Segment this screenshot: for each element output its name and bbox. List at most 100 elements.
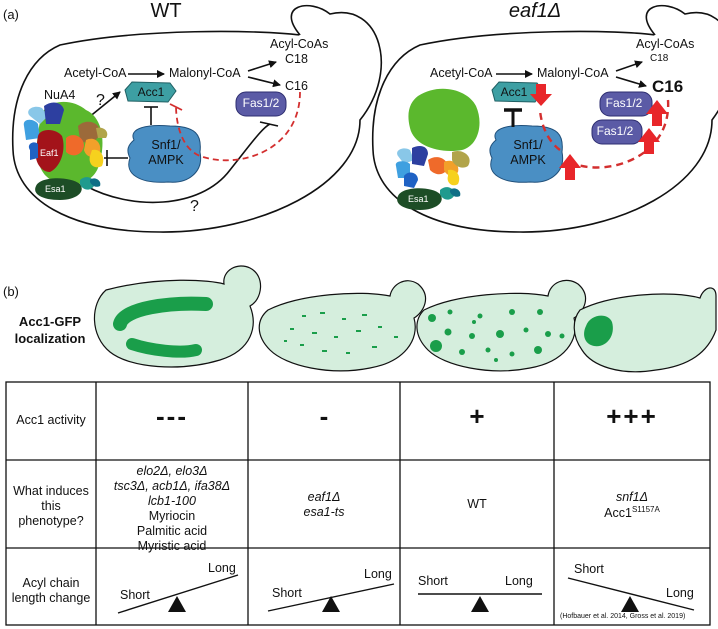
wt-question-1: ? xyxy=(96,92,105,109)
mutant-acyl-coas: Acyl-CoAs xyxy=(636,37,695,51)
col1-short: Short xyxy=(120,588,150,602)
balance-col1 xyxy=(117,574,239,614)
wt-malonyl-coa: Malonyl-CoA xyxy=(169,66,241,80)
induce-col4-acc1-sup: S1157A xyxy=(631,505,660,514)
mutant-cell-diagram xyxy=(371,4,718,233)
mutant-cell-outline xyxy=(371,4,718,233)
wt-snf1-line2: AMPK xyxy=(148,153,184,167)
induce-col1-plain-2: Myristic acid xyxy=(137,539,207,553)
mutant-snf1-up-arrow xyxy=(559,154,581,180)
induce-col4-acc1-text: Acc1 xyxy=(604,506,632,521)
mutant-acc1-down-arrow xyxy=(530,84,552,106)
wt-eaf1-label: Eaf1 xyxy=(40,148,59,158)
wt-acetyl-coa: Acetyl-CoA xyxy=(64,66,127,80)
induce-col4-italic-0: snf1Δ xyxy=(615,490,648,504)
activity-col4: +++ xyxy=(606,401,658,431)
col3-short: Short xyxy=(418,574,448,588)
row-label-chain-1: Acyl chain xyxy=(22,576,80,590)
mutant-fas-label-a: Fas1/2 xyxy=(605,96,643,110)
row-label-activity: Acc1 activity xyxy=(16,413,86,427)
balance-col2 xyxy=(267,583,395,612)
activity-col1: --- xyxy=(156,401,188,431)
wt-fas-shape xyxy=(235,91,287,117)
mutant-malonyl-coa: Malonyl-CoA xyxy=(537,66,609,80)
mutant-acc1-label: Acc1 xyxy=(500,85,528,99)
mutant-acetyl-coa: Acetyl-CoA xyxy=(430,66,493,80)
wt-fas-label: Fas1/2 xyxy=(242,96,280,110)
wt-acyl-coas: Acyl-CoAs xyxy=(270,37,329,51)
wt-acc1-shape xyxy=(124,81,177,103)
wt-snf1-line1: Snf1/ xyxy=(151,138,181,152)
mutant-nua4-blob xyxy=(408,88,480,152)
balance-col3 xyxy=(418,593,542,612)
row-label-induce-1: What induces xyxy=(13,484,89,498)
mutant-esa1-label: Esa1 xyxy=(408,194,429,204)
col4-long: Long xyxy=(666,586,694,600)
col4-short: Short xyxy=(574,562,604,576)
col1-long: Long xyxy=(208,561,236,575)
phenotype-table-grid xyxy=(5,381,711,626)
gfp-cell-4 xyxy=(573,287,717,373)
wt-c16: C16 xyxy=(285,79,308,93)
induce-col4-acc1: Acc1S1157A xyxy=(554,505,710,521)
mutant-c18: C18 xyxy=(650,53,669,64)
localization-label-line1: Acc1-GFP xyxy=(18,314,82,329)
mutant-feedback-to-acc1 xyxy=(538,107,561,151)
mutant-arrow-malonyl-c16 xyxy=(615,76,647,88)
row-label-induce-2: this xyxy=(41,499,61,513)
wt-nua4-fas-curve xyxy=(85,123,271,204)
activity-col2: - xyxy=(319,401,329,431)
mutant-c16: C16 xyxy=(652,77,684,96)
mutant-title: eaf1Δ xyxy=(508,0,562,22)
induce-col1-plain-0: Myriocin xyxy=(148,509,196,523)
induce-col1-italic-2: lcb1-100 xyxy=(148,494,196,508)
wt-nua4-complex xyxy=(23,101,108,200)
row-label-induce-3: phenotype? xyxy=(18,514,84,528)
panel-a-label: (a) xyxy=(3,7,19,22)
induce-col4: snf1Δ Acc1S1157A xyxy=(554,490,710,521)
wt-bud-neck xyxy=(298,34,341,59)
wt-question-2: ? xyxy=(190,198,199,215)
induce-col2: eaf1Δ esa1-ts xyxy=(248,490,400,520)
citation: (Hofbauer et al. 2014, Gross et al. 2019… xyxy=(560,613,686,620)
induce-col3-plain-0: WT xyxy=(467,497,487,511)
induce-col1-plain-1: Palmitic acid xyxy=(136,524,208,538)
mutant-bud-neck xyxy=(653,34,696,59)
induce-col3: WT xyxy=(400,497,554,512)
wt-esa1-label: Esa1 xyxy=(45,184,66,194)
row-label-chain-2: length change xyxy=(11,591,91,605)
localization-label-line2: localization xyxy=(14,331,86,346)
mutant-fas-up-arrow-a xyxy=(646,100,668,126)
balance-col4 xyxy=(567,577,695,612)
wt-c16-feedback-dashed xyxy=(175,91,301,162)
mutant-arrow-malonyl-c18 xyxy=(615,60,643,72)
mutant-c16-feedback-dashed xyxy=(565,99,670,169)
mutant-snf1-line2: AMPK xyxy=(510,153,546,167)
gfp-cell-1 xyxy=(93,265,262,368)
mutant-fas-up-arrow-b xyxy=(638,128,660,154)
wt-nua4-label: NuA4 xyxy=(44,88,76,102)
induce-col1-italic-0: elo2Δ, elo3Δ xyxy=(136,464,208,478)
mutant-esa1-complex xyxy=(395,146,470,210)
wt-cell-outline xyxy=(11,4,383,233)
mutant-fas-shape-a xyxy=(599,91,653,117)
mutant-snf1-line1: Snf1/ xyxy=(513,138,543,152)
wt-nua4-acc1-arrow xyxy=(87,91,121,119)
gfp-cell-3 xyxy=(416,279,587,372)
wt-feedback-bar xyxy=(169,103,183,111)
induce-col1: elo2Δ, elo3Δ tsc3Δ, acb1Δ, ifa38Δ lcb1-1… xyxy=(96,464,248,554)
induce-col2-italic-0: eaf1Δ xyxy=(307,490,341,504)
gfp-cell-2 xyxy=(258,280,427,372)
col2-short: Short xyxy=(272,586,302,600)
col3-long: Long xyxy=(505,574,533,588)
wt-acc1-label: Acc1 xyxy=(137,85,165,99)
activity-col3: + xyxy=(469,401,485,431)
induce-col2-italic-1: esa1-ts xyxy=(303,505,345,519)
wt-arrow-malonyl-c18 xyxy=(247,60,277,72)
induce-col1-italic-1: tsc3Δ, acb1Δ, ifa38Δ xyxy=(113,479,231,493)
col2-long: Long xyxy=(364,567,392,581)
panel-b-label: (b) xyxy=(3,284,19,299)
wt-arrow-malonyl-c16 xyxy=(247,76,281,88)
wt-cell-diagram xyxy=(11,4,383,233)
